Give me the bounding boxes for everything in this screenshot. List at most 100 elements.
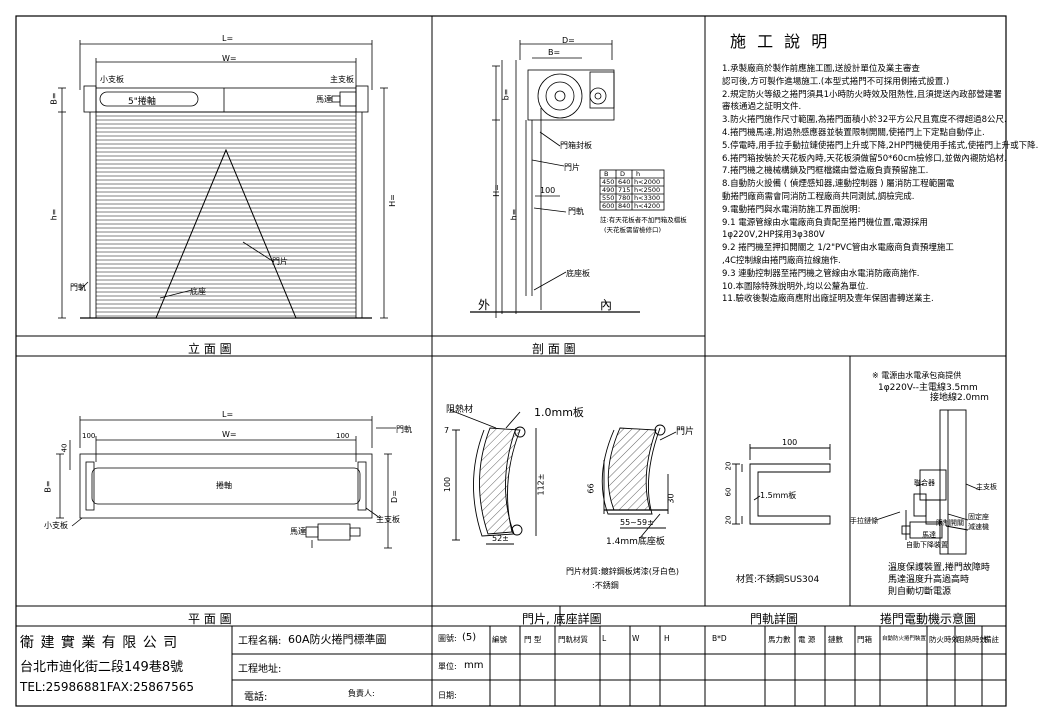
- note-line: 1φ220V,2HP採用3φ380V: [722, 230, 825, 241]
- table-header: B: [604, 170, 609, 178]
- column-header: 鏈數: [828, 635, 843, 644]
- slat-material1: 門片材質:鍍鋅鋼板烤漆(牙白色): [566, 567, 679, 576]
- elev-W: W=: [222, 54, 237, 63]
- table-cell: 715: [618, 186, 631, 194]
- column-header: L: [602, 634, 607, 643]
- note-line: 9.3 連動控制器至捲門機之管線由水電消防廠商施作.: [722, 268, 920, 279]
- table-cell: 780: [618, 194, 631, 202]
- motor-fixed-seat: 固定座: [968, 513, 989, 521]
- plan-W: W=: [222, 430, 237, 439]
- sec-bottom: 底座板: [566, 269, 590, 278]
- company-name: 衛 建 實 業 有 限 公 司: [20, 635, 179, 651]
- slat-insulation: 阻熱材: [446, 405, 474, 415]
- sec-note2: (天花板需留檢修口): [604, 226, 662, 234]
- unit-value: mm: [464, 660, 484, 671]
- slat-detail-title: 門片, 底座詳圖: [522, 612, 602, 626]
- elev-H: H=: [387, 194, 397, 207]
- note-line: 4.捲門機馬達,附過熱感應器並裝置限制開關,使捲門上下定點自動停止.: [722, 128, 985, 138]
- slat-dim-66: 66: [586, 483, 596, 494]
- sheet-frame: [15, 15, 1007, 707]
- sec-h: h=: [509, 208, 519, 221]
- motor-note-star: ※ 電源由水電承包商提供: [872, 371, 962, 380]
- rail-dim-100: 100: [782, 438, 798, 447]
- company-contact: TEL:25986881FAX:25867565: [20, 680, 195, 694]
- phone-label: 電話:: [244, 692, 268, 703]
- slat-dim-30: 30: [666, 493, 676, 504]
- slat-detail-view: [449, 409, 677, 545]
- table-cell: 600: [602, 202, 615, 210]
- table-cell: h<3300: [634, 194, 661, 202]
- column-header: H: [664, 634, 670, 643]
- note-line: 8.自動防火設備 ( 偵煙感知器,連動控制器 ) 屬消防工程範圍電: [722, 179, 955, 190]
- date-label: 日期:: [438, 691, 457, 700]
- motor-reducer: 減速機: [968, 523, 989, 531]
- plan-shaft: 捲軸: [216, 481, 232, 490]
- plan-dim-40: 40: [60, 443, 69, 453]
- sec-D: D=: [562, 36, 575, 45]
- slat-dim-52: 52±: [492, 534, 509, 543]
- note-line: ,4C控制線由捲門廠商拉線施作.: [722, 256, 841, 266]
- table-header: D: [620, 170, 626, 178]
- elev-B: B=: [49, 92, 59, 105]
- unit-label: 單位:: [438, 662, 457, 671]
- plan-motor: 馬達: [290, 527, 306, 536]
- column-header: 編號: [492, 635, 507, 644]
- note-line: 動捲門廠商需會同消防工程廠商共同測試,調檢完成.: [722, 192, 915, 202]
- column-header: B*D: [712, 634, 727, 643]
- column-header: W: [632, 634, 640, 643]
- sec-rail: 門軌: [568, 207, 584, 216]
- note-line: 審核通過之証明文件.: [722, 102, 802, 113]
- table-header: h: [636, 170, 641, 178]
- note-line: 6.捲門箱按裝於天花板內時,天花板須做留50*60cm檢修口,並做內襯防焰材.: [722, 153, 1007, 164]
- slat-material2: :不銹鋼: [592, 581, 619, 590]
- plan-main-bracket: 主支板: [376, 515, 400, 524]
- rail-dim-60: 60: [724, 487, 733, 497]
- note-line: 9.電動捲門與水電消防施工界面說明:: [722, 204, 861, 215]
- drawing-no: (5): [462, 632, 477, 643]
- note-line: 11.驗收後製造廠商應附出廠証明及壹年保固書轉送業主.: [722, 294, 934, 305]
- elev-small-bracket: 小支板: [100, 75, 124, 84]
- elev-rail: 門軌: [70, 283, 86, 292]
- slat-board: 1.0mm板: [534, 406, 584, 419]
- motor-coupling: 聯合器: [914, 479, 935, 487]
- motor-desc-0: 溫度保護裝置,捲門故障時: [888, 563, 990, 573]
- plan-dim-100-right: 100: [336, 432, 350, 440]
- motor-motor: 馬達: [922, 531, 936, 539]
- motor-hand-chain: 手拉鏈條: [850, 517, 878, 525]
- rail-dim-20a: 20: [724, 461, 733, 471]
- slat-slat: 門片: [676, 427, 695, 437]
- motor-desc-2: 則自動切斷電源: [888, 587, 952, 597]
- motor-desc-1: 馬達溫度升高過高時: [888, 575, 970, 585]
- owner-label: 負責人:: [348, 689, 375, 698]
- motor-main-bracket: 主支板: [976, 483, 997, 491]
- note-line: 9.1 電源管線由水電廠商負責配至捲門機位置,電源採用: [722, 217, 928, 228]
- rail-material: 材質:不銹鋼SUS304: [736, 575, 820, 585]
- note-line: 2.規定防火等級之捲門須具1小時防火時效及阻熱性,且須提送內政部營建署: [722, 89, 1002, 100]
- rail-detail-view: [732, 444, 831, 525]
- plan-rail: 門軌: [396, 425, 412, 434]
- slat-bottom-board: 1.4mm底座板: [606, 537, 665, 547]
- column-header: 阻熱時效: [957, 635, 987, 644]
- elev-bottom: 底座: [190, 287, 206, 296]
- motor-power: 1φ220V--主電線3.5mm: [878, 383, 978, 393]
- elev-motor: 馬達: [316, 95, 332, 104]
- motor-diagram-title: 捲門電動機示意圖: [880, 612, 977, 626]
- elevation-title: 立 面 圖: [188, 342, 232, 356]
- site-label: 工程地址:: [238, 664, 282, 675]
- note-line: 3.防火捲門施作尺寸範圍,為捲門面積小於32平方公尺且寬度不得超過8公尺.: [722, 115, 1007, 126]
- company-address: 台北市迪化街二段149巷8號: [20, 660, 184, 675]
- sec-H: H=: [491, 184, 501, 197]
- project-label: 工程名稱:: [238, 636, 282, 647]
- table-cell: 490: [602, 186, 615, 194]
- note-line: 9.2 捲門機至押扣開關之 1/2"PVC管由水電廠商負責預埋施工: [722, 243, 954, 254]
- rail-detail-title: 門軌詳圖: [750, 612, 799, 626]
- plan-D: D=: [389, 490, 399, 503]
- table-cell: 450: [602, 178, 615, 186]
- rail-board: 1.5mm板: [760, 491, 797, 500]
- sec-note1: 註:有天花板者不加門箱及檔板: [600, 216, 687, 224]
- slat-dim-7: 7: [444, 426, 450, 435]
- project-name: 60A防火捲門標準圖: [288, 633, 387, 646]
- note-line: 1.承製廠商於製作前應施工圖,送設計單位及業主審查: [722, 64, 920, 74]
- sec-B: B=: [548, 48, 561, 57]
